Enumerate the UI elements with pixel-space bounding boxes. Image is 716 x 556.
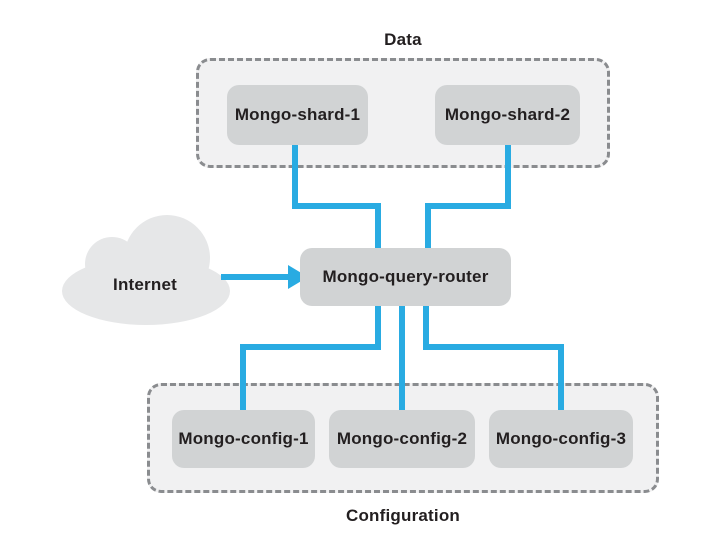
configuration-zone-label: Configuration [345,506,461,525]
node-mongo-config-1: Mongo-config-1 [172,410,315,468]
internet-cloud-icon [62,215,230,325]
node-mongo-config-2: Mongo-config-2 [329,410,475,468]
node-mongo-shard-1: Mongo-shard-1 [227,85,368,145]
internet-label: Internet [113,275,177,294]
data-zone-label: Data [384,30,422,49]
node-mongo-shard-2: Mongo-shard-2 [435,85,580,145]
arrow-right-icon [221,265,308,289]
node-mongo-config-3: Mongo-config-3 [489,410,633,468]
node-mongo-query-router: Mongo-query-router [300,248,511,306]
